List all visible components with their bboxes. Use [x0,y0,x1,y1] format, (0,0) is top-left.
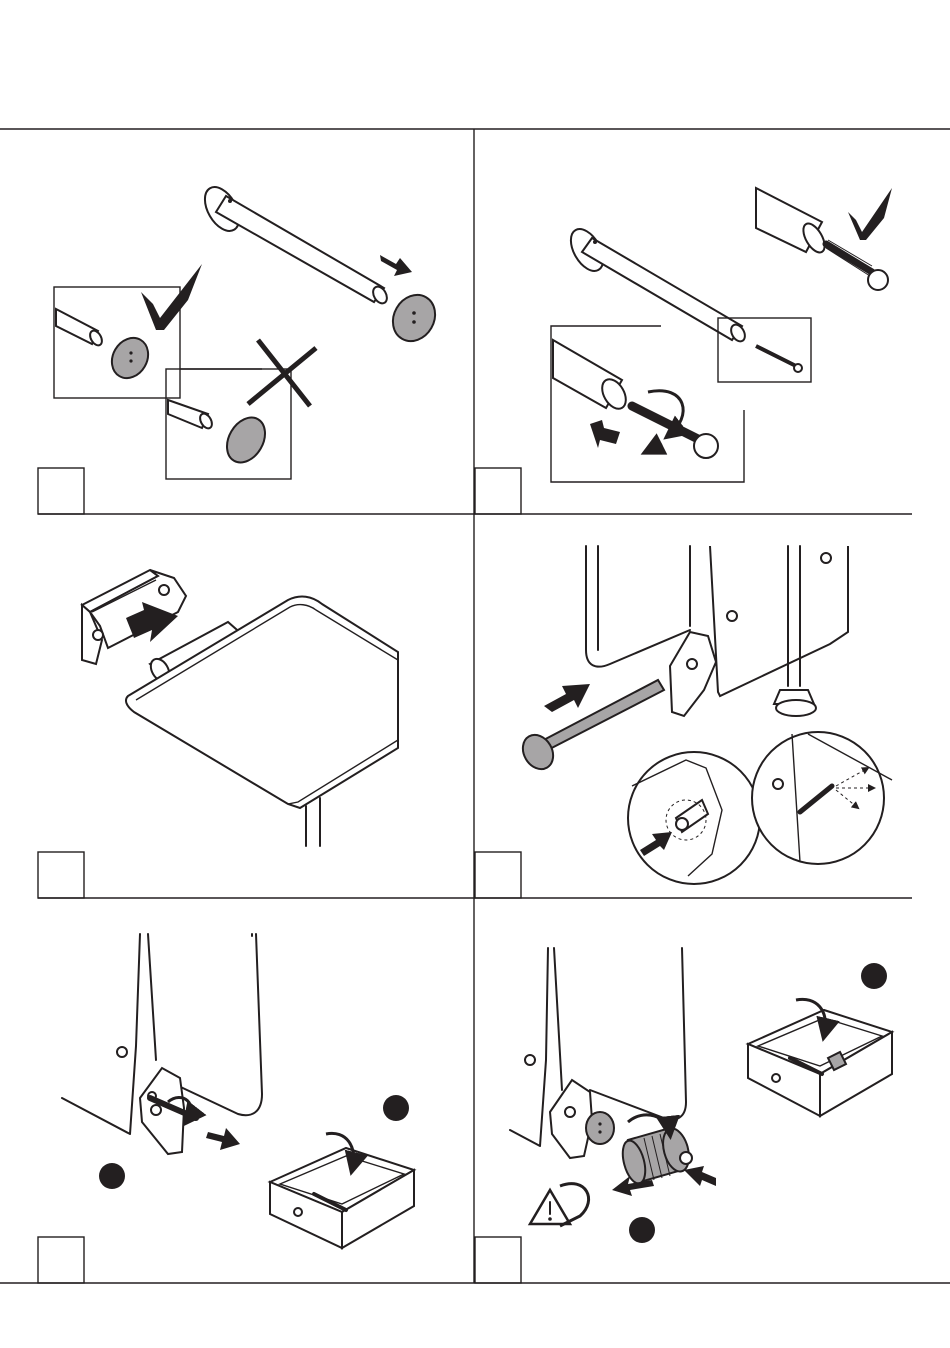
panel-3 [82,570,398,846]
shower-seat [126,597,398,846]
detail-box-correct [54,287,180,398]
arrow-icon [684,1166,716,1186]
step-dot-icon [861,963,887,989]
arrow-icon [590,420,620,448]
panel-1 [54,181,443,479]
arrow-icon [206,1128,240,1150]
arrow-icon [544,684,590,712]
end-cap [586,1112,614,1144]
hinge-pin [536,680,664,754]
panel-2 [551,188,892,482]
end-cap [385,287,444,349]
panel-6 [510,948,892,1243]
panel-4 [517,546,892,884]
step-box-6 [475,1237,521,1283]
detail-box-large [551,326,744,482]
cap-correct [105,331,155,384]
storage-box [748,999,892,1116]
storage-box [270,1133,414,1248]
check-icon [141,264,202,330]
step-box-1 [38,468,84,514]
adjuster-knob [619,1126,694,1186]
step-dot-icon [629,1217,655,1243]
step-box-5 [38,1237,84,1283]
cross-icon [248,340,316,406]
step-dot-icon [383,1095,409,1121]
step-box-2 [475,468,521,514]
step-dot-icon [99,1163,125,1189]
check-icon [848,188,892,240]
step-box-3 [38,852,84,898]
warning-icon [530,1184,589,1226]
arrow-icon [380,255,412,276]
step-box-4 [475,852,521,898]
rod-with-flange [198,181,390,306]
panel-5 [62,934,414,1248]
cap-wrong [219,411,272,470]
